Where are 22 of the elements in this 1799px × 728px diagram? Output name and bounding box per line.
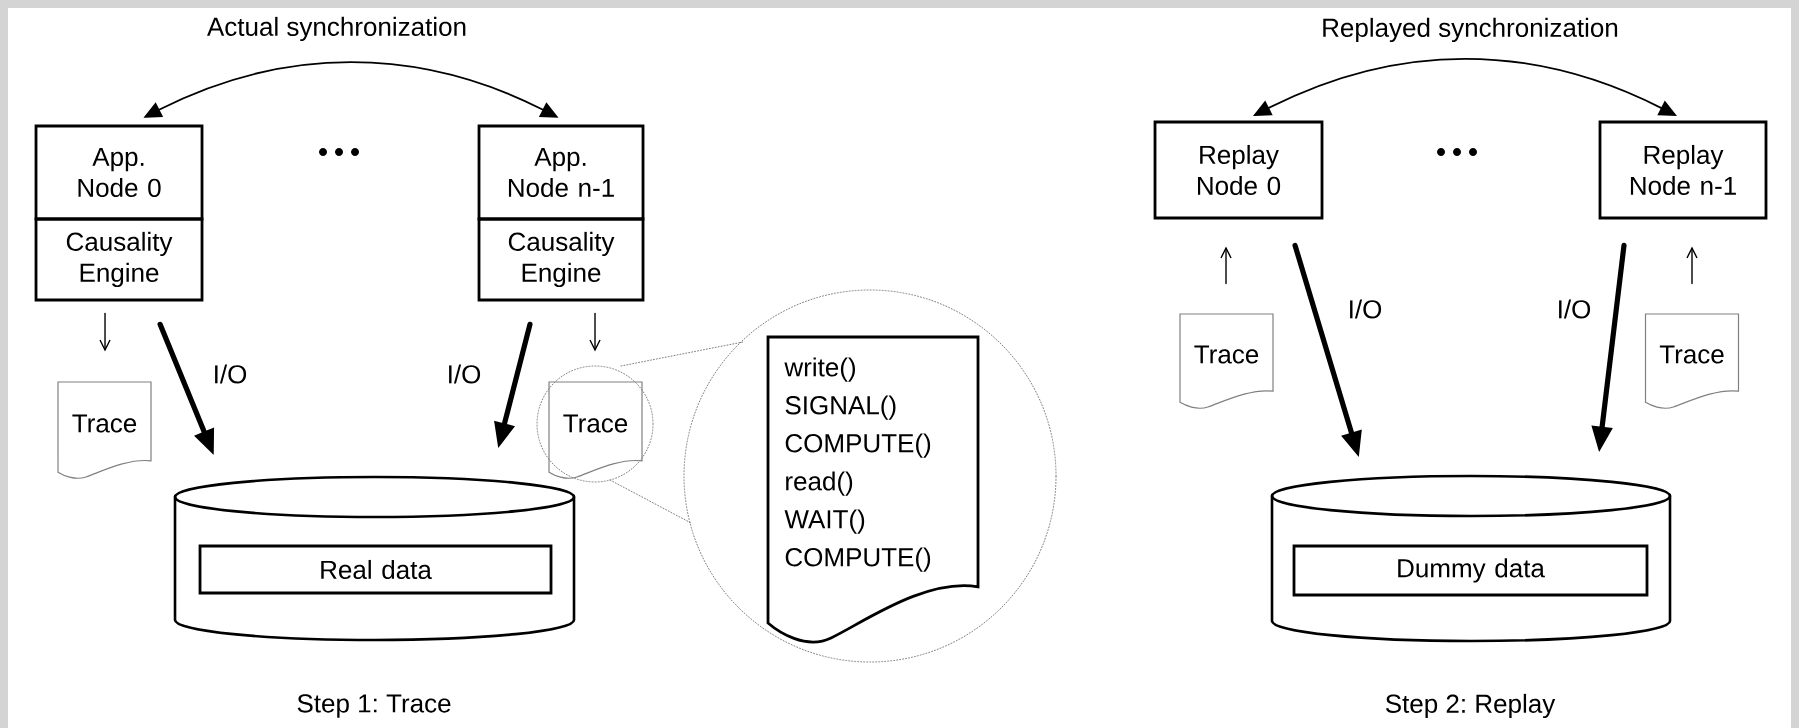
arrow [99, 312, 111, 352]
edge-label: Replayed synchronization [1319, 15, 1621, 45]
node-box: Causality Engine [477, 217, 645, 302]
node-box: Causality Engine [34, 217, 204, 302]
data-box: Dummy data [1292, 544, 1649, 597]
node-box: Replay Node 0 [1153, 120, 1324, 220]
edge-label: I/O [444, 362, 484, 386]
database-cylinder [1270, 474, 1672, 643]
edge-label: Actual synchronization [204, 14, 470, 44]
edge-label: I/O [210, 362, 250, 386]
caption-text: Step 1: Trace [297, 694, 451, 718]
data-box: Real data [198, 544, 553, 595]
edge-label: I/O [1554, 297, 1594, 321]
database-cylinder [173, 475, 576, 642]
edge-label: I/O [1345, 297, 1385, 321]
node-box: App. Node 0 [34, 124, 204, 221]
caption-text: Step 2: Replay [1385, 693, 1556, 719]
arrow [1686, 246, 1698, 285]
node-box: App. Node n-1 [477, 124, 645, 221]
arrow [1220, 246, 1232, 285]
arrow [589, 312, 601, 352]
node-box: Replay Node n-1 [1598, 120, 1768, 220]
